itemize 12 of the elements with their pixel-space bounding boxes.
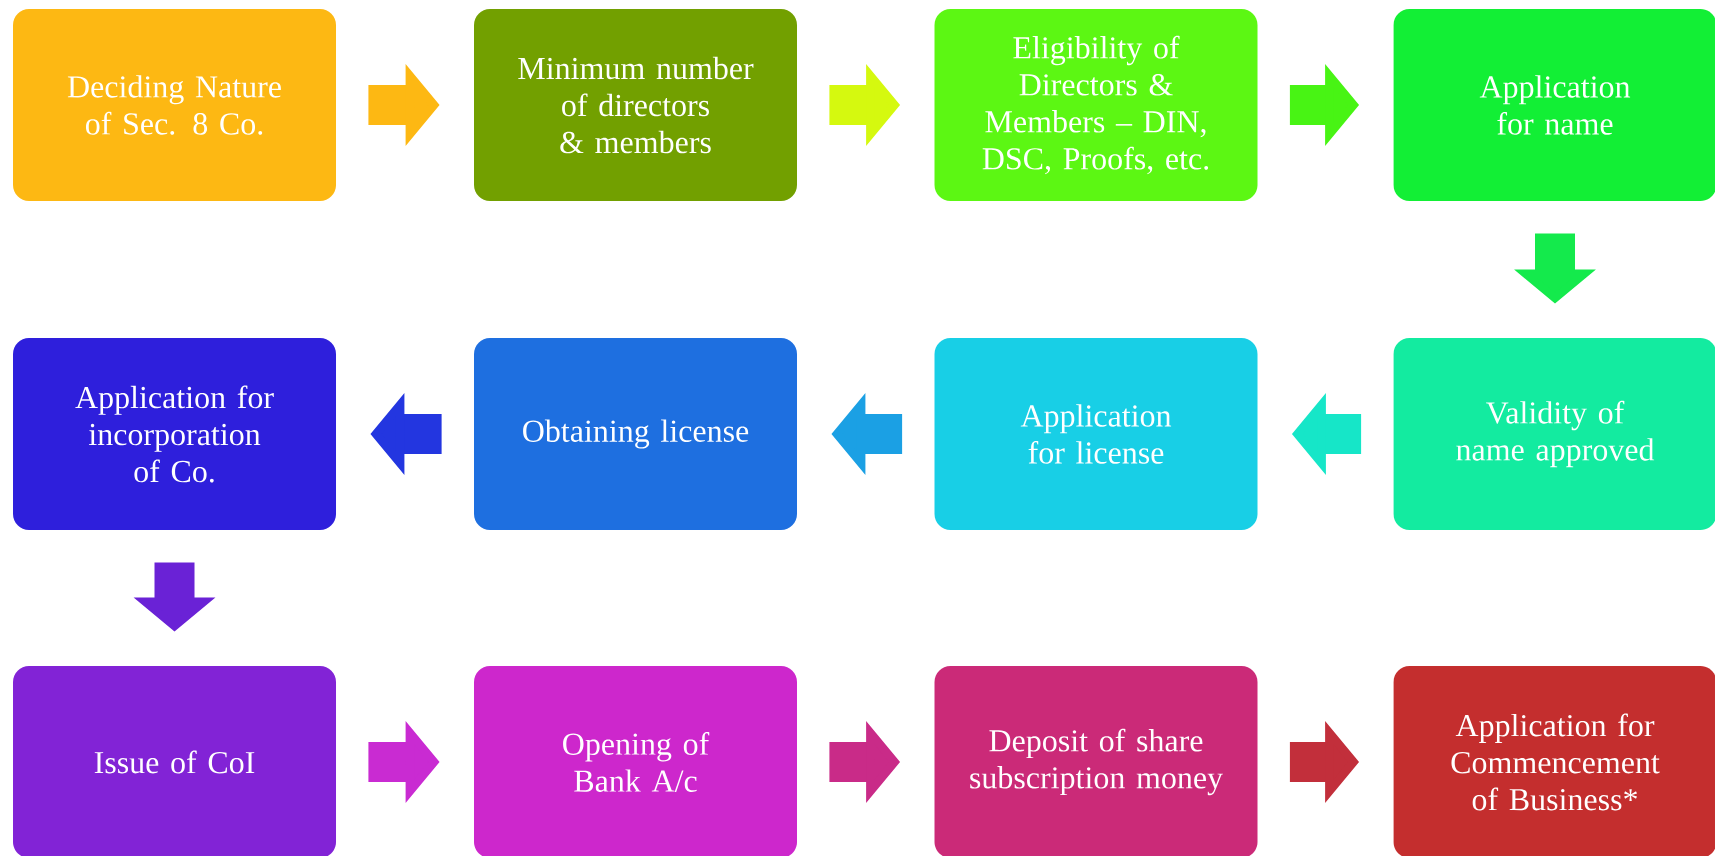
process-box: Opening of Bank A/c [474,666,797,856]
process-box: Application for Commencement of Business* [1393,666,1715,856]
process-box: Validity of name approved [1393,338,1715,530]
process-box: Deciding Nature of Sec. 8 Co. [13,9,336,201]
process-box: Application for license [934,338,1258,530]
process-box: Application for name [1393,9,1715,201]
process-box: Obtaining license [474,338,797,530]
process-box: Application for incorporation of Co. [13,338,336,530]
process-box: Issue of CoI [13,666,336,856]
process-box: Deposit of share subscription money [934,666,1258,856]
process-box: Eligibility of Directors & Members – DIN, DSC, Proofs, etc. [934,9,1258,201]
process-box: Minimum number of directors & members [474,9,797,201]
